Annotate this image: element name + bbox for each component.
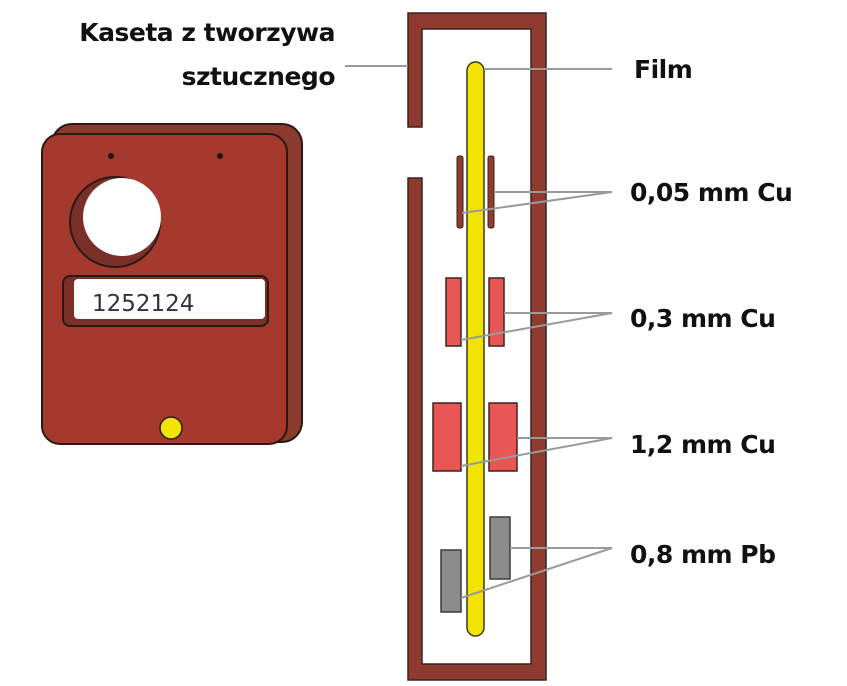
label-filter-08pb: 0,8 mm Pb (630, 540, 776, 569)
cassette-wall (407, 12, 547, 681)
label-cassette-line2: sztucznego (181, 62, 336, 91)
leader-005cu (461, 191, 613, 214)
badge-indicator-dot (159, 416, 183, 440)
leader-lines (345, 65, 613, 599)
label-filter-005cu: 0,05 mm Cu (630, 178, 793, 207)
label-cassette-line1: Kaseta z tworzywa (79, 18, 335, 47)
badge-serial-number: 1252124 (92, 291, 194, 317)
leader-12cu (460, 437, 613, 467)
dosimeter-badge: 1252124 (41, 123, 303, 445)
film-strip (466, 61, 485, 637)
filter-03cu-left (445, 277, 462, 347)
screw-dot-left (108, 153, 114, 159)
leader-08pb (460, 547, 613, 599)
label-film: Film (634, 55, 693, 84)
label-filter-03cu: 0,3 mm Cu (630, 304, 776, 333)
filter-03cu-right (488, 277, 505, 347)
cassette-cross-section (407, 12, 547, 681)
filter-005cu-left (456, 155, 464, 229)
filter-005cu-right (487, 155, 495, 229)
leader-03cu (460, 312, 613, 341)
filter-08pb-right (489, 516, 511, 580)
filter-08pb-left (440, 549, 462, 613)
filter-12cu-left (432, 402, 462, 472)
badge-window (83, 178, 161, 256)
screw-dot-right (217, 153, 223, 159)
label-filter-12cu: 1,2 mm Cu (630, 430, 776, 459)
